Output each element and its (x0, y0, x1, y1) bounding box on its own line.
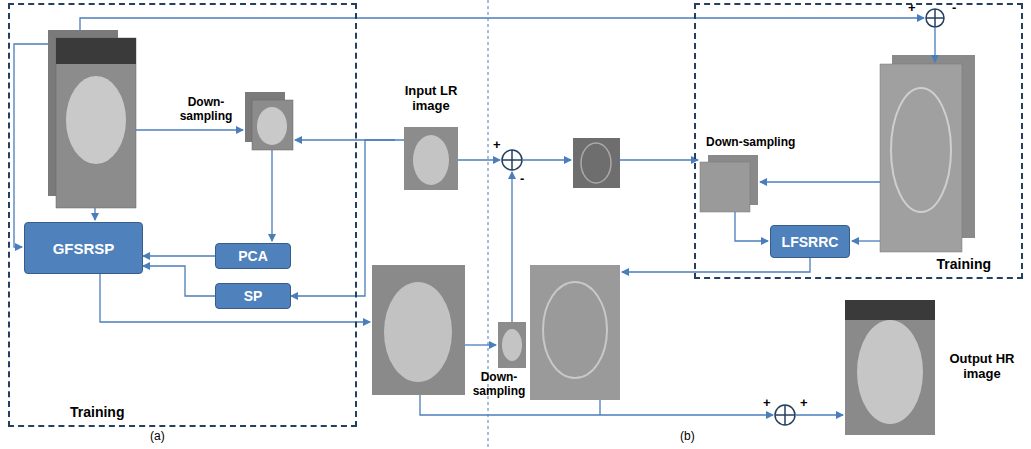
sign-label: - (952, 1, 956, 16)
wire (511, 172, 512, 322)
process-box: LFSRRC (770, 225, 850, 258)
connector (143, 266, 215, 296)
image-label: Input LR image (395, 84, 467, 114)
label-holder: + (493, 138, 501, 153)
face-shape (66, 76, 126, 164)
image-node: Output HR image (942, 352, 1022, 392)
hair-shape (845, 300, 935, 320)
wire (100, 274, 370, 322)
face-shape (857, 320, 923, 424)
wire (420, 395, 773, 415)
process-box: GFSRSP (24, 222, 143, 274)
label-holder: + (763, 396, 771, 411)
wire (735, 212, 768, 241)
text-label: Down- sampling (172, 96, 240, 124)
box-label: PCA (238, 248, 268, 264)
hair-shape (56, 38, 136, 64)
text-label: (b) (680, 430, 695, 444)
face-photo (56, 38, 136, 208)
wire (271, 150, 272, 241)
sum-symbol (775, 405, 795, 425)
residual-contour (891, 88, 951, 212)
label-holder: - (520, 172, 524, 187)
face-photo (404, 127, 458, 190)
wire (622, 258, 810, 272)
wire (620, 159, 698, 160)
sign-label: + (908, 1, 916, 16)
residual-image (530, 265, 620, 400)
label-holder: + (800, 396, 808, 411)
wire (465, 344, 496, 345)
region-label: Training (937, 256, 1021, 277)
residual-image (573, 138, 620, 188)
sum-symbol (775, 405, 795, 425)
wire (94, 208, 95, 220)
label-holder: (b) (680, 430, 695, 444)
process-box: SP (215, 283, 291, 309)
wire (14, 44, 48, 247)
wire (852, 240, 880, 241)
face-shape (384, 282, 452, 382)
label-holder: Down- sampling (172, 96, 240, 124)
sum-symbol (502, 150, 522, 170)
residual-contour (543, 282, 607, 378)
wire (522, 159, 571, 160)
wire (458, 159, 500, 160)
wire (80, 18, 924, 30)
box-label: SP (244, 288, 263, 304)
box-label: LFSRRC (782, 234, 839, 250)
face-photo (498, 322, 526, 368)
sign-label: + (800, 396, 808, 411)
image-label: Output HR image (942, 352, 1022, 382)
face-shape (413, 135, 449, 185)
text-label: Down-sampling (706, 136, 795, 150)
face-shape (257, 107, 287, 145)
text-label: (a) (150, 430, 165, 444)
connector (291, 140, 395, 296)
wire (934, 27, 935, 62)
training-region: Training GFSRSP PCA SP (8, 3, 357, 427)
wire (599, 400, 600, 415)
sum-symbol (926, 9, 944, 27)
face-photo (252, 100, 293, 150)
residual-contour (581, 143, 611, 183)
region-label: Training (10, 404, 355, 425)
sign-label: - (520, 172, 524, 187)
image-node: Input LR image (395, 84, 467, 192)
residual-image (880, 64, 962, 252)
connector (143, 255, 215, 256)
label-holder: Down- sampling (466, 371, 532, 399)
text-label: Down- sampling (466, 371, 532, 399)
face-photo (845, 300, 935, 435)
label-holder: (a) (150, 430, 165, 444)
wire (760, 181, 880, 182)
process-box: PCA (215, 243, 291, 269)
label-holder: - (952, 1, 956, 16)
wire (136, 129, 243, 130)
sign-label: + (763, 396, 771, 411)
wire (796, 414, 843, 415)
sum-symbol (926, 9, 944, 27)
label-holder: Down-sampling (706, 136, 795, 150)
face-photo (372, 265, 465, 395)
sum-symbol (502, 150, 522, 170)
box-label: GFSRSP (53, 240, 115, 257)
residual-image (700, 162, 750, 212)
label-holder: + (908, 1, 916, 16)
face-shape (502, 329, 522, 361)
sign-label: + (493, 138, 501, 153)
